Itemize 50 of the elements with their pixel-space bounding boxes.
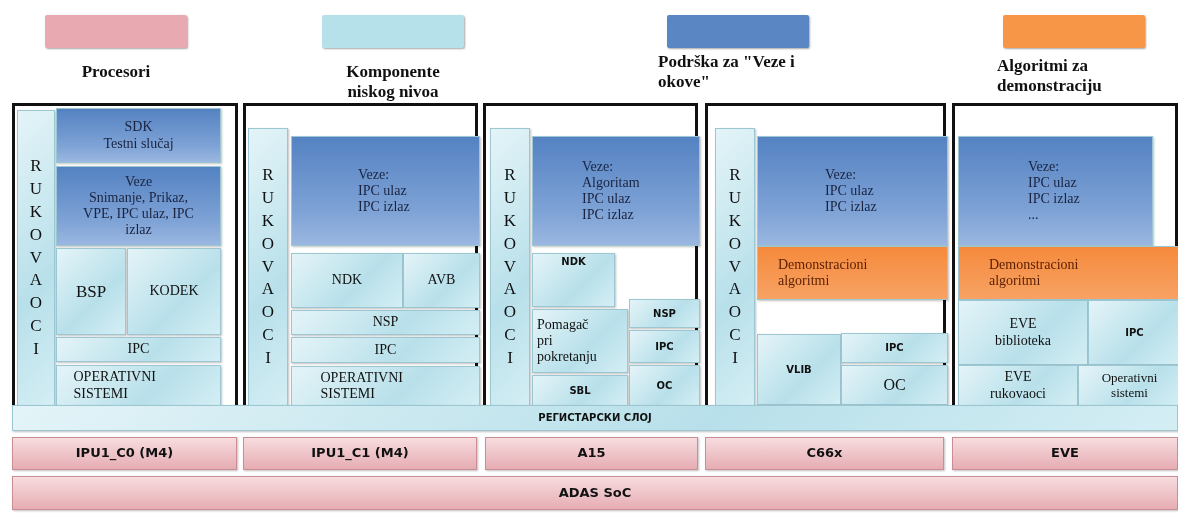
layer-box: SDK Testni slučaj [56, 108, 221, 163]
vertical-layer-box: RUKOVAOCI [17, 110, 55, 406]
layer-box: IPC [1088, 300, 1178, 365]
layer-box: Demonstracioni algoritmi [757, 246, 948, 300]
layer-box: EVE biblioteka [958, 300, 1088, 365]
layer-box: OPERATIVNI SISTEMI [291, 366, 480, 406]
layer-box: NDK [532, 253, 615, 307]
layer-box: NDK [291, 253, 403, 308]
layer-box: EVE rukovaoci [958, 365, 1078, 406]
legend-label: Komponente niskog nivoa [345, 62, 441, 103]
legend-label: Procesori [80, 62, 152, 83]
vertical-layer-box: RUKOVAOCI [248, 128, 288, 406]
layer-box: NSP [629, 299, 700, 328]
layer-box: IPC [841, 333, 948, 363]
layer-box: BSP [56, 248, 126, 335]
layer-box: VLIB [757, 334, 841, 405]
frame-box [243, 103, 478, 405]
layer-box: Veze: Algoritam IPC ulaz IPC izlaz [532, 136, 700, 246]
frame-box [12, 103, 238, 405]
layer-box: SBL [532, 375, 628, 406]
layer-box: OC [841, 365, 948, 405]
layer-box: Veze: IPC ulaz IPC izlaz [291, 136, 480, 246]
frame-box [483, 103, 698, 405]
layer-box: A15 [485, 437, 698, 470]
layer-box: IPC [56, 337, 221, 362]
layer-box: Pomagač pri pokretanju [532, 309, 628, 373]
legend-label: Algoritmi za demonstraciju [997, 56, 1103, 97]
vertical-layer-box: RUKOVAOCI [715, 128, 755, 406]
legend-label: Podrška za "Veze i okove" [658, 52, 796, 93]
layer-box: OC [629, 365, 700, 406]
layer-box: Demonstracioni algoritmi [958, 246, 1178, 300]
layer-box: OPERATIVNI SISTEMI [56, 365, 221, 406]
frame-box [952, 103, 1178, 405]
layer-box: Veze: IPC ulaz IPC izlaz ... [958, 136, 1153, 246]
layer-box: C66x [705, 437, 944, 470]
layer-box: IPC [291, 337, 480, 363]
layer-box: РЕГИСТАРСКИ СЛОЈ [12, 405, 1178, 431]
layer-box: KODEK [127, 248, 221, 335]
layer-box: NSP [291, 310, 480, 335]
layer-box: AVB [403, 253, 480, 308]
layer-box: IPC [629, 330, 700, 363]
layer-box: IPU1_C1 (M4) [243, 437, 477, 470]
layer-box: Veze Snimanje, Prikaz, VPE, IPC ulaz, IPC izlaz [56, 166, 221, 246]
layer-box: ADAS SoC [12, 476, 1178, 510]
frame-box [705, 103, 946, 405]
layer-box: Operativni sistemi [1078, 365, 1178, 406]
layer-box: Veze: IPC ulaz IPC izlaz [757, 136, 948, 246]
vertical-layer-box: RUKOVAOCI [490, 128, 530, 406]
layer-box: EVE [952, 437, 1178, 470]
layer-box: IPU1_C0 (M4) [12, 437, 237, 470]
